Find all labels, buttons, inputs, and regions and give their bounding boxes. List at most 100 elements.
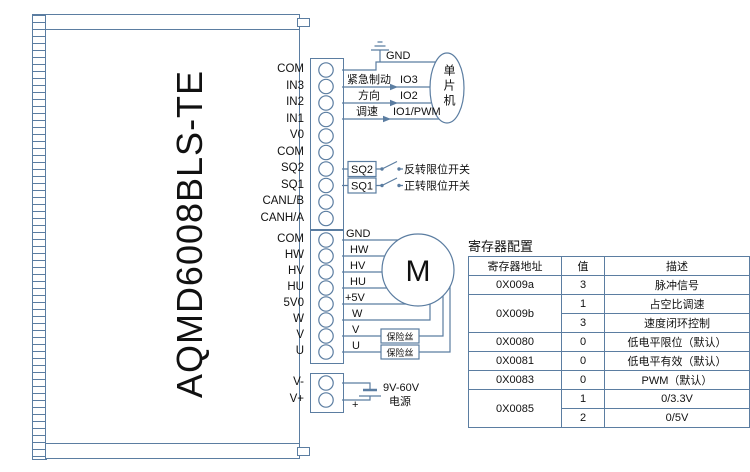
table-row: 0X009a 3 脉冲信号 [468,275,750,295]
table-row: 0X009b 1 占空比调速 [468,294,750,333]
table-row: 0X0083 0 PWM（默认） [468,370,750,390]
terminal-label: SQ2 [280,162,304,174]
terminal-circle [318,375,334,391]
terminal-label: IN3 [286,79,304,92]
arrow-io3-icon [390,83,398,91]
motor-circle [381,233,455,307]
sq2-label-box [347,160,377,178]
mcu-label: 单片机 [442,64,456,109]
sq2-switch-label: 反转限位开关 [404,162,470,176]
wire-v-minus [342,382,371,390]
terminal-circle [318,312,334,328]
terminal-label: IN2 [286,96,304,108]
terminal-circle [318,95,334,111]
terminal-circle [318,111,334,128]
terminal-label: W [293,313,304,325]
cell-desc: 速度闭环控制 [604,313,750,333]
terminal-circle [318,232,334,248]
device-bottom-tab [297,447,310,456]
cell-value: 0 [561,351,605,371]
terminal-label: COM [277,233,304,245]
cell-desc: 0/3.3V [604,389,750,409]
table-header-row: 寄存器地址 值 描述 [468,256,750,276]
terminal-label: V0 [289,129,304,141]
cell-desc: 0/5V [604,408,750,428]
terminal-circle [318,144,334,161]
sq2-tag: SQ2 [351,164,373,176]
sq1-switch-label: 正转限位开关 [404,179,470,193]
terminal-circle [318,210,334,227]
switch-contact [397,183,401,188]
io1-pin-label: IO1/PWM [393,106,441,118]
terminal-label: IN1 [286,112,304,125]
cell-address: 0X0083 [468,370,562,390]
cell-desc: 占空比调速 [604,294,750,314]
terminal-circle [318,392,334,408]
terminal-circles [318,62,334,408]
gnd-top-label: GND [386,50,411,62]
cell-address: 0X0080 [468,332,562,352]
motor-wire-label: GND [346,228,371,240]
motor-wire-label: V [352,324,360,336]
mcu-shape [429,52,465,124]
power-plus-sign: + [352,399,358,411]
terminal-label: CANH/A [260,211,304,224]
terminal-circle [318,280,334,296]
switch-contact [380,167,384,171]
device-body [45,29,300,444]
col-header-value: 值 [561,256,605,276]
wire-sq2 [342,160,403,170]
motor-wire-label: W [352,308,363,320]
motor-wire-label: U [352,340,360,352]
terminal-label: V [296,329,304,341]
terminal-circle [318,296,334,312]
cell-value: 3 [561,313,605,333]
col-header-desc: 描述 [604,256,750,276]
fuse-label-u: 保险丝 [386,347,413,358]
terminal-circle [318,177,334,194]
sq1-tag: SQ1 [351,181,373,193]
cell-desc: 低电平限位（默认） [604,332,750,352]
motor-wire-label: HV [350,260,366,272]
table-row: 0X0085 1 0/3.3V [468,389,750,428]
fuse-label-v: 保险丝 [386,331,413,342]
wire-texts: GND 紧急制动 IO3 方向 IO2 调速 IO1/PWM SQ2 反转限位开… [345,50,470,411]
terminal-circle [318,248,334,264]
io3-pin-label: IO3 [400,74,418,86]
table-row: 3 速度闭环控制 [469,313,750,333]
terminal-circle [318,328,334,344]
sq1-label-box [347,177,377,194]
register-table: 寄存器地址 值 描述 0X009a 3 脉冲信号 0X009b 1 占空比调速 … [468,256,750,428]
terminal-circle [318,62,334,78]
motor-wire-label: HU [350,276,366,288]
terminal-circle [318,161,334,177]
table-row: 0X0080 0 低电平限位（默认） [468,332,750,352]
terminal-label: COM [277,63,304,75]
io3-cn-label: 紧急制动 [347,72,391,86]
cell-value: 0 [561,370,605,390]
wire-com-gnd [342,61,436,71]
power-label: 电源 [389,394,411,408]
motor-letter: M [406,255,431,288]
cell-address: 0X0081 [468,351,562,371]
terminal-label: V+ [289,393,304,405]
arrow-io2-icon [390,99,398,107]
cell-value: 3 [561,275,605,295]
cell-value: 2 [561,408,605,428]
motor-wire-label: +5V [345,292,366,304]
col-header-address: 寄存器地址 [468,256,562,276]
arrow-io1-icon [383,115,391,123]
terminal-circle [318,78,334,95]
terminal-label: CANL/B [262,195,304,207]
cell-desc: PWM（默认） [604,370,750,390]
terminal-label: SQ1 [280,178,304,191]
cell-address: 0X0085 [468,389,562,428]
ground-symbol [371,41,389,62]
io2-pin-label: IO2 [400,90,418,102]
cell-value: 1 [561,389,605,409]
cell-address: 0X009b [468,294,562,333]
motor-wire-label: HW [350,244,369,256]
terminal-label: V- [293,376,304,388]
